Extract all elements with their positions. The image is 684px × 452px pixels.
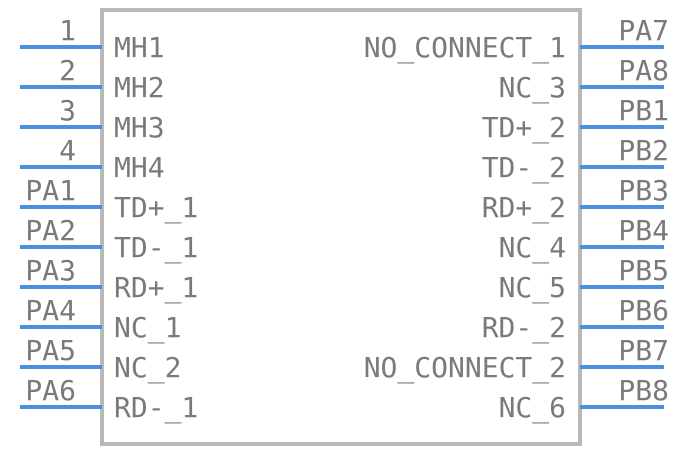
left-pin-name: TD-_1 (114, 231, 198, 265)
right-pin-group: PA7NO_CONNECT_1PA8NC_3PB1TD+_2PB2TD-_2PB… (364, 14, 669, 425)
component-body (100, 8, 582, 446)
left-pin-name: MH4 (114, 151, 165, 184)
left-pin-number: 4 (59, 134, 76, 167)
left-pin-number: 3 (59, 94, 76, 127)
left-pin-name: TD+_1 (114, 191, 198, 225)
right-pin-number: PB1 (618, 94, 669, 127)
right-pin-name: RD+_2 (482, 191, 566, 225)
right-pin-name: NO_CONNECT_1 (364, 31, 566, 65)
left-pin-number: PA2 (25, 214, 76, 247)
right-pin-name: NC_5 (499, 271, 566, 305)
left-pin-name: NC_2 (114, 351, 181, 385)
left-pin-name: RD+_1 (114, 271, 198, 305)
left-pin-number: PA1 (25, 174, 76, 207)
right-pin-name: NC_3 (499, 71, 566, 105)
right-pin-name: TD+_2 (482, 111, 566, 145)
left-pin-number: PA4 (25, 294, 76, 327)
right-pin-number: PB5 (618, 254, 669, 287)
right-pin-number: PB2 (618, 134, 669, 167)
left-pin-number: PA6 (25, 374, 76, 407)
right-pin-number: PA8 (618, 54, 669, 87)
left-pin-name: MH2 (114, 71, 165, 104)
left-pin-number: PA3 (25, 254, 76, 287)
right-pin-number: PB3 (618, 174, 669, 207)
left-pin-name: MH3 (114, 111, 165, 144)
right-pin-number: PB7 (618, 334, 669, 367)
right-pin-number: PB8 (618, 374, 669, 407)
left-pin-name: RD-_1 (114, 391, 198, 425)
left-pin-name: MH1 (114, 31, 165, 64)
right-pin-name: TD-_2 (482, 151, 566, 185)
left-pin-number: 1 (59, 14, 76, 47)
left-pin-name: NC_1 (114, 311, 181, 345)
right-pin-name: NC_4 (499, 231, 566, 265)
right-pin-number: PB4 (618, 214, 669, 247)
left-pin-number: 2 (59, 54, 76, 87)
right-pin-number: PA7 (618, 14, 669, 47)
right-pin-name: NO_CONNECT_2 (364, 351, 566, 385)
left-pin-number: PA5 (25, 334, 76, 367)
right-pin-name: RD-_2 (482, 311, 566, 345)
right-pin-name: NC_6 (499, 391, 566, 425)
right-pin-number: PB6 (618, 294, 669, 327)
